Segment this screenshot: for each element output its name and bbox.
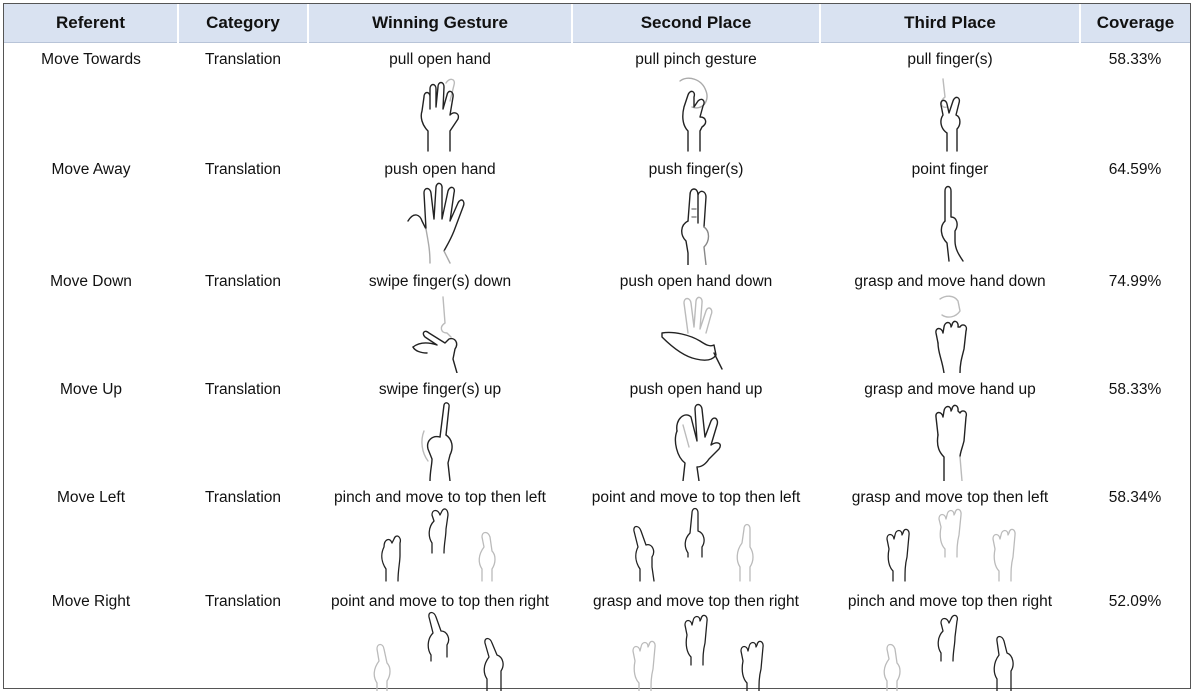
header-coverage: Coverage — [1080, 4, 1190, 43]
gesture-label: pull pinch gesture — [635, 51, 757, 68]
header-winning-gesture: Winning Gesture — [308, 4, 573, 43]
finger-pull-icon — [940, 78, 961, 152]
table-row: Move Left Translation pinch and move to … — [4, 481, 1190, 585]
second-place-cell: push open hand down — [572, 265, 820, 373]
point-finger-icon — [940, 185, 964, 262]
category-cell: Translation — [204, 489, 282, 506]
referent-cell: Move Towards — [41, 51, 141, 68]
gesture-label: push finger(s) — [648, 161, 744, 178]
gesture-label: grasp and move hand down — [854, 273, 1046, 290]
winning-gesture-cell: point and move to top then right — [308, 585, 572, 697]
pinch-move-left-icon — [381, 508, 496, 582]
gesture-label: pull finger(s) — [907, 51, 993, 68]
gesture-label: grasp and move top then left — [851, 489, 1049, 506]
table-row: Move Up Translation swipe finger(s) up p… — [4, 373, 1190, 481]
category-cell: Translation — [204, 273, 282, 290]
gesture-label: point and move to top then right — [330, 593, 549, 610]
winning-gesture-cell: pinch and move to top then left — [308, 481, 572, 585]
gesture-label: swipe finger(s) up — [378, 381, 502, 398]
finger-push-icon — [681, 188, 710, 265]
pinch-move-right-icon — [883, 614, 1014, 691]
header-third-place: Third Place — [820, 4, 1081, 43]
second-place-cell: push finger(s) — [572, 153, 820, 265]
swipe-down-icon — [412, 296, 458, 373]
point-move-left-icon — [633, 507, 754, 582]
table-row: Move Away Translation push open hand pus… — [4, 153, 1190, 265]
second-place-cell: grasp and move top then right — [572, 585, 820, 697]
second-place-cell: pull pinch gesture — [572, 43, 820, 154]
pinch-hand-icon — [679, 77, 708, 152]
referent-cell: Move Up — [59, 381, 123, 398]
winning-gesture-cell: pull open hand — [308, 43, 572, 154]
winning-gesture-cell: swipe finger(s) up — [308, 373, 572, 481]
winning-gesture-cell: swipe finger(s) down — [308, 265, 572, 373]
gesture-label: swipe finger(s) down — [368, 273, 512, 290]
coverage-cell: 58.33% — [1108, 381, 1162, 398]
second-place-cell: point and move to top then left — [572, 481, 820, 585]
coverage-cell: 58.34% — [1108, 489, 1162, 506]
gesture-label: push open hand down — [619, 273, 773, 290]
table-row: Move Down Translation swipe finger(s) do… — [4, 265, 1190, 373]
gesture-label: point and move to top then left — [591, 489, 801, 506]
open-hand-icon — [407, 182, 465, 264]
third-place-cell: grasp and move hand down — [820, 265, 1080, 373]
third-place-cell: point finger — [820, 153, 1080, 265]
winning-gesture-cell: push open hand — [308, 153, 572, 265]
grasp-move-right-icon — [632, 614, 764, 691]
header-row: Referent Category Winning Gesture Second… — [4, 4, 1190, 43]
referent-cell: Move Away — [51, 161, 131, 178]
category-cell: Translation — [204, 381, 282, 398]
gesture-label: push open hand — [384, 161, 496, 178]
gesture-label: push open hand up — [629, 381, 763, 398]
swipe-up-icon — [421, 402, 453, 481]
coverage-cell: 52.09% — [1108, 593, 1162, 610]
gesture-label: pull open hand — [389, 51, 491, 68]
referent-cell: Move Down — [50, 273, 132, 290]
header-category: Category — [178, 4, 309, 43]
grasp-hand-up-icon — [935, 404, 968, 481]
gesture-label: point finger — [911, 161, 989, 178]
third-place-cell: grasp and move hand up — [820, 373, 1080, 481]
third-place-cell: grasp and move top then left — [820, 481, 1080, 585]
gesture-label: pinch and move to top then left — [334, 489, 546, 506]
point-move-right-icon — [373, 611, 504, 691]
gesture-label: grasp and move hand up — [864, 381, 1036, 398]
coverage-cell: 58.33% — [1108, 51, 1162, 68]
grasp-hand-down-icon — [935, 295, 968, 373]
gesture-table: Referent Category Winning Gesture Second… — [4, 4, 1190, 697]
gesture-label: grasp and move top then right — [593, 593, 799, 610]
header-second-place: Second Place — [572, 4, 821, 43]
coverage-cell: 64.59% — [1108, 161, 1162, 178]
table-row: Move Right Translation point and move to… — [4, 585, 1190, 697]
third-place-cell: pinch and move top then right — [820, 585, 1080, 697]
table-row: Move Towards Translation pull open hand … — [4, 43, 1190, 154]
grasp-move-left-icon — [886, 508, 1016, 582]
second-place-cell: push open hand up — [572, 373, 820, 481]
gesture-label: pinch and move top then right — [847, 593, 1053, 610]
open-hand-down-icon — [661, 296, 723, 370]
referent-cell: Move Right — [51, 593, 131, 610]
referent-cell: Move Left — [56, 489, 126, 506]
third-place-cell: pull finger(s) — [820, 43, 1080, 154]
open-hand-icon — [420, 78, 460, 152]
open-hand-up-icon — [674, 403, 721, 481]
header-referent: Referent — [4, 4, 179, 43]
category-cell: Translation — [204, 161, 282, 178]
category-cell: Translation — [204, 593, 282, 610]
coverage-cell: 74.99% — [1108, 273, 1162, 290]
gesture-table-frame: Referent Category Winning Gesture Second… — [3, 3, 1191, 691]
category-cell: Translation — [204, 51, 282, 68]
